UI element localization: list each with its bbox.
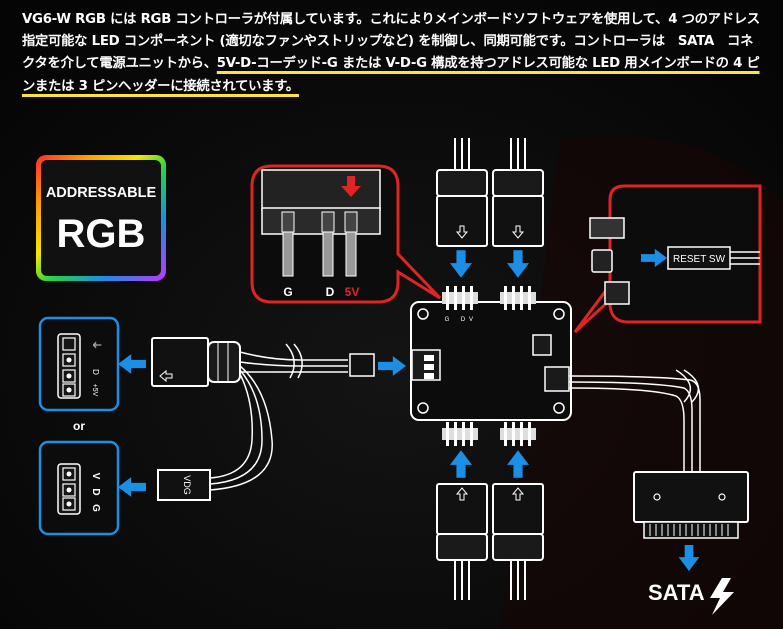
port-label-g: G	[445, 317, 450, 323]
badge-line1: ADDRESSABLE	[46, 185, 157, 201]
zoom-label-d: D	[326, 285, 335, 299]
sata-cable: SATA	[568, 369, 749, 615]
ground-icon: ⏚	[90, 340, 102, 350]
board-headers: G D V	[442, 286, 536, 446]
input-cable: VDG	[151, 337, 406, 501]
plug-label: VDG	[182, 475, 192, 495]
header-3pin-box: V D G	[38, 440, 146, 536]
port-label-d: D	[461, 317, 466, 323]
addressable-rgb-badge: ADDRESSABLE RGB	[36, 155, 166, 281]
sata-label: SATA	[648, 580, 705, 605]
reset-zoom-bubble: RESET SW	[573, 184, 762, 334]
intro-text: VG6-W RGB には RGB コントローラが付属しています。これによりメイン…	[22, 9, 762, 98]
top-led-connectors	[436, 138, 544, 278]
header3-label-g: G	[90, 504, 101, 512]
reset-sw-label: RESET SW	[673, 254, 726, 265]
pin-zoom-bubble: G D 5V	[250, 164, 442, 304]
header4-label-5v: +5V	[91, 384, 98, 397]
header3-label-v: V	[90, 473, 101, 480]
bolt-icon	[710, 578, 734, 615]
zoom-label-g: G	[283, 285, 292, 299]
zoom-label-5v: 5V	[345, 285, 360, 299]
red-down-arrow-icon	[341, 176, 361, 197]
header3-label-d: D	[90, 488, 101, 495]
rgb-controller-board	[410, 301, 572, 421]
badge-line2: RGB	[57, 212, 146, 256]
intro-highlight: 5V-D-コーデッド-G または V-D-G 構成を持つアドレス可能な LED …	[22, 56, 760, 94]
header4-label-d: D	[91, 369, 100, 375]
bottom-led-connectors	[436, 450, 544, 600]
intro-part1: VG6-W RGB には RGB コントローラが付属しています。これによりメイン…	[22, 12, 760, 72]
port-label-v: V	[469, 317, 473, 323]
or-label: or	[73, 419, 85, 433]
header-4pin-box: ⏚ D +5V	[38, 316, 146, 412]
